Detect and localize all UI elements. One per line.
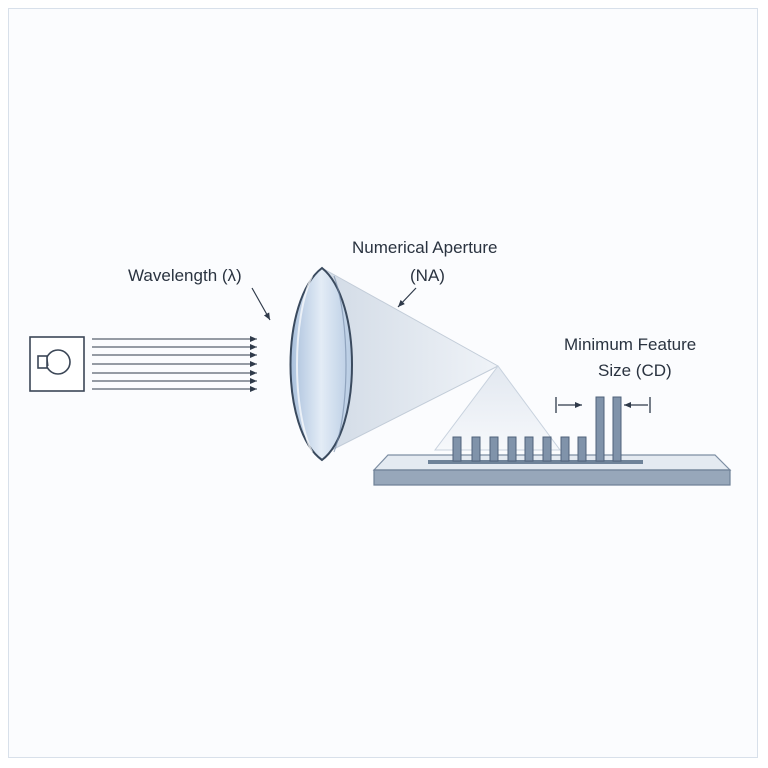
numerical-aperture-label-line1: Numerical Aperture xyxy=(352,238,498,257)
feature-base-line xyxy=(428,460,643,464)
feature-line-tall xyxy=(595,396,605,462)
feature-line xyxy=(452,436,462,462)
wafer-substrate xyxy=(372,454,732,486)
light-bulb-icon xyxy=(37,349,71,375)
wavelength-pointer xyxy=(251,287,271,321)
feature-line xyxy=(489,436,499,462)
cd-dimension-markers xyxy=(555,397,651,413)
light-source xyxy=(29,336,85,392)
light-rays xyxy=(92,336,257,392)
minimum-feature-size-label-line2: Size (CD) xyxy=(598,361,672,380)
numerical-aperture-pointer xyxy=(397,287,417,308)
patterned-features xyxy=(452,396,622,462)
numerical-aperture-label-line2: (NA) xyxy=(410,266,445,285)
feature-line-tall xyxy=(612,396,622,462)
feature-line xyxy=(471,436,481,462)
feature-line xyxy=(507,436,517,462)
feature-line xyxy=(524,436,534,462)
feature-line xyxy=(542,436,552,462)
feature-line xyxy=(560,436,570,462)
minimum-feature-size-label-line1: Minimum Feature xyxy=(564,335,696,354)
feature-line xyxy=(577,436,587,462)
projection-lens xyxy=(289,266,353,462)
wavelength-label: Wavelength (λ) xyxy=(128,266,242,285)
converging-light-cone xyxy=(322,268,498,455)
